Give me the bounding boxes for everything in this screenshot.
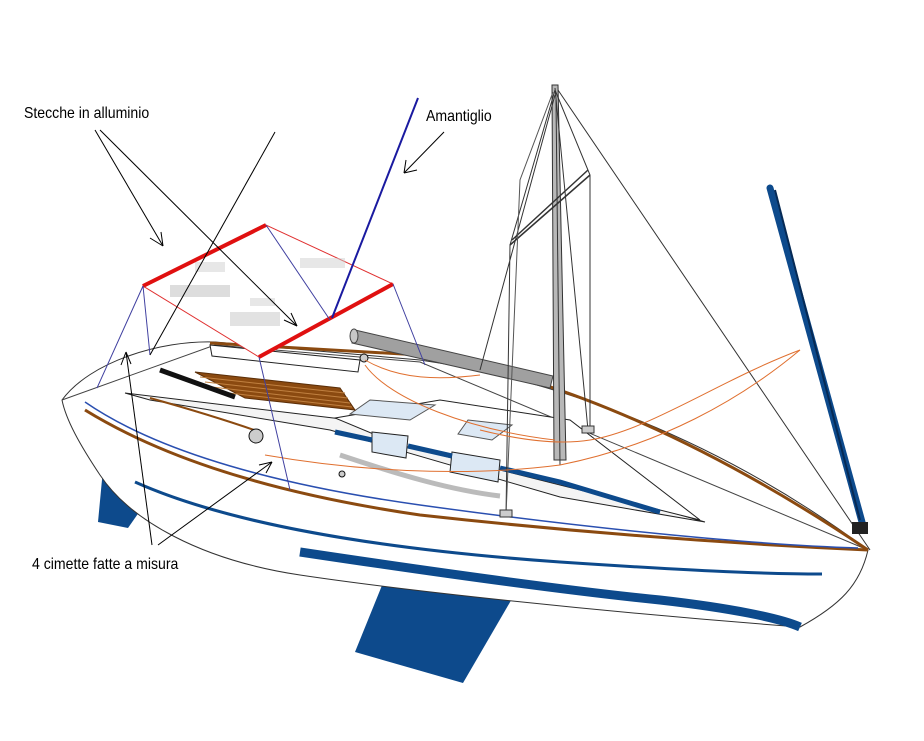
leader-extra [149, 131, 276, 356]
cockpit-seat [209, 344, 361, 373]
chainplate [499, 509, 513, 518]
leader-lines-1 [125, 351, 153, 546]
handrail [339, 452, 501, 499]
cabin-window [371, 431, 409, 459]
jib-sheet [479, 349, 801, 443]
leader-lines-2 [157, 461, 273, 546]
shrouds [479, 87, 871, 551]
winch [248, 428, 264, 444]
label-aluminium-battens: Stecche in alluminio [24, 105, 150, 122]
cabin-blue-stripe [334, 429, 661, 515]
leader-topping [403, 131, 445, 174]
awning-texture [170, 258, 345, 326]
bottom-stripe [299, 547, 802, 632]
waterline-stripe [134, 480, 823, 576]
backstay [505, 91, 554, 516]
furler-drum [852, 522, 868, 534]
awning-support-lines [96, 224, 426, 491]
leader-lines [94, 129, 445, 546]
jib-sheet [264, 349, 801, 473]
deck-hatch [457, 419, 514, 441]
sailboat-hull [61, 341, 869, 628]
deck-outline [61, 344, 869, 551]
winch [338, 470, 346, 478]
leader-battens-front [94, 129, 164, 247]
halyard [364, 359, 556, 441]
boot-stripe [84, 401, 859, 549]
rubrail [84, 408, 869, 552]
cabin-window [449, 451, 501, 483]
batten-front [142, 223, 267, 288]
deck-hatch [348, 399, 437, 421]
batten-rear [258, 282, 394, 359]
spreaders [509, 169, 591, 246]
leader-battens-rear [99, 129, 298, 327]
label-topping-lift: Amantiglio [426, 108, 492, 125]
tiller [159, 367, 236, 400]
label-custom-lines: 4 cimette fatte a misura [32, 556, 179, 573]
mast [551, 84, 567, 461]
cockpit-slats [199, 376, 353, 408]
keel-fin [355, 578, 520, 683]
chainplate [581, 425, 595, 434]
topping-lift-line [331, 97, 419, 319]
